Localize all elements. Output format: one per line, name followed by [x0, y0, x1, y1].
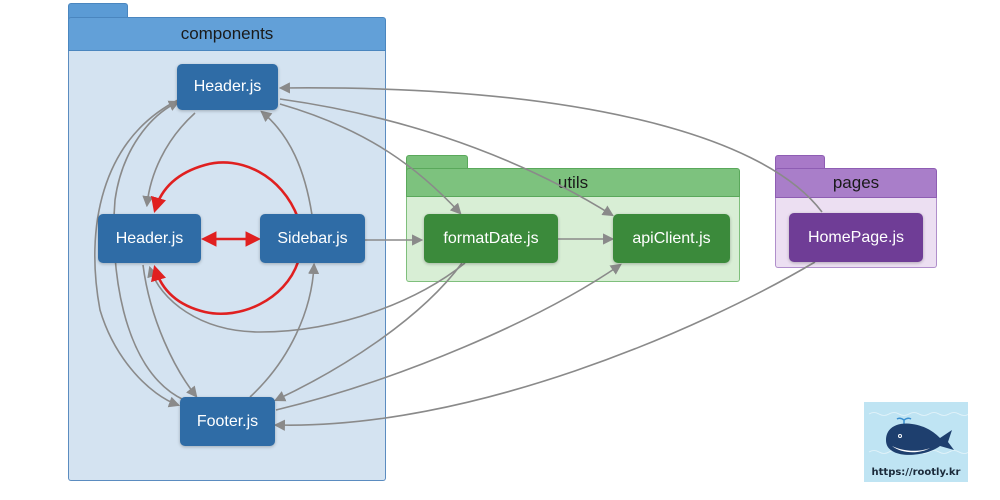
node-header-mid[interactable]: Header.js — [98, 214, 201, 263]
node-formatdate[interactable]: formatDate.js — [424, 214, 558, 263]
node-apiclient[interactable]: apiClient.js — [613, 214, 730, 263]
node-sidebar[interactable]: Sidebar.js — [260, 214, 365, 263]
logo-url-caption: https://rootly.kr — [871, 467, 961, 478]
rootly-logo[interactable]: https://rootly.kr — [864, 402, 968, 482]
components-folder-title: components — [68, 17, 386, 51]
whale-icon — [868, 412, 968, 455]
pages-folder-title: pages — [775, 168, 937, 198]
node-footer[interactable]: Footer.js — [180, 397, 275, 446]
components-folder-tab — [68, 3, 128, 21]
node-header-top[interactable]: Header.js — [177, 64, 278, 110]
node-homepage[interactable]: HomePage.js — [789, 213, 923, 262]
utils-folder-title: utils — [406, 168, 740, 197]
